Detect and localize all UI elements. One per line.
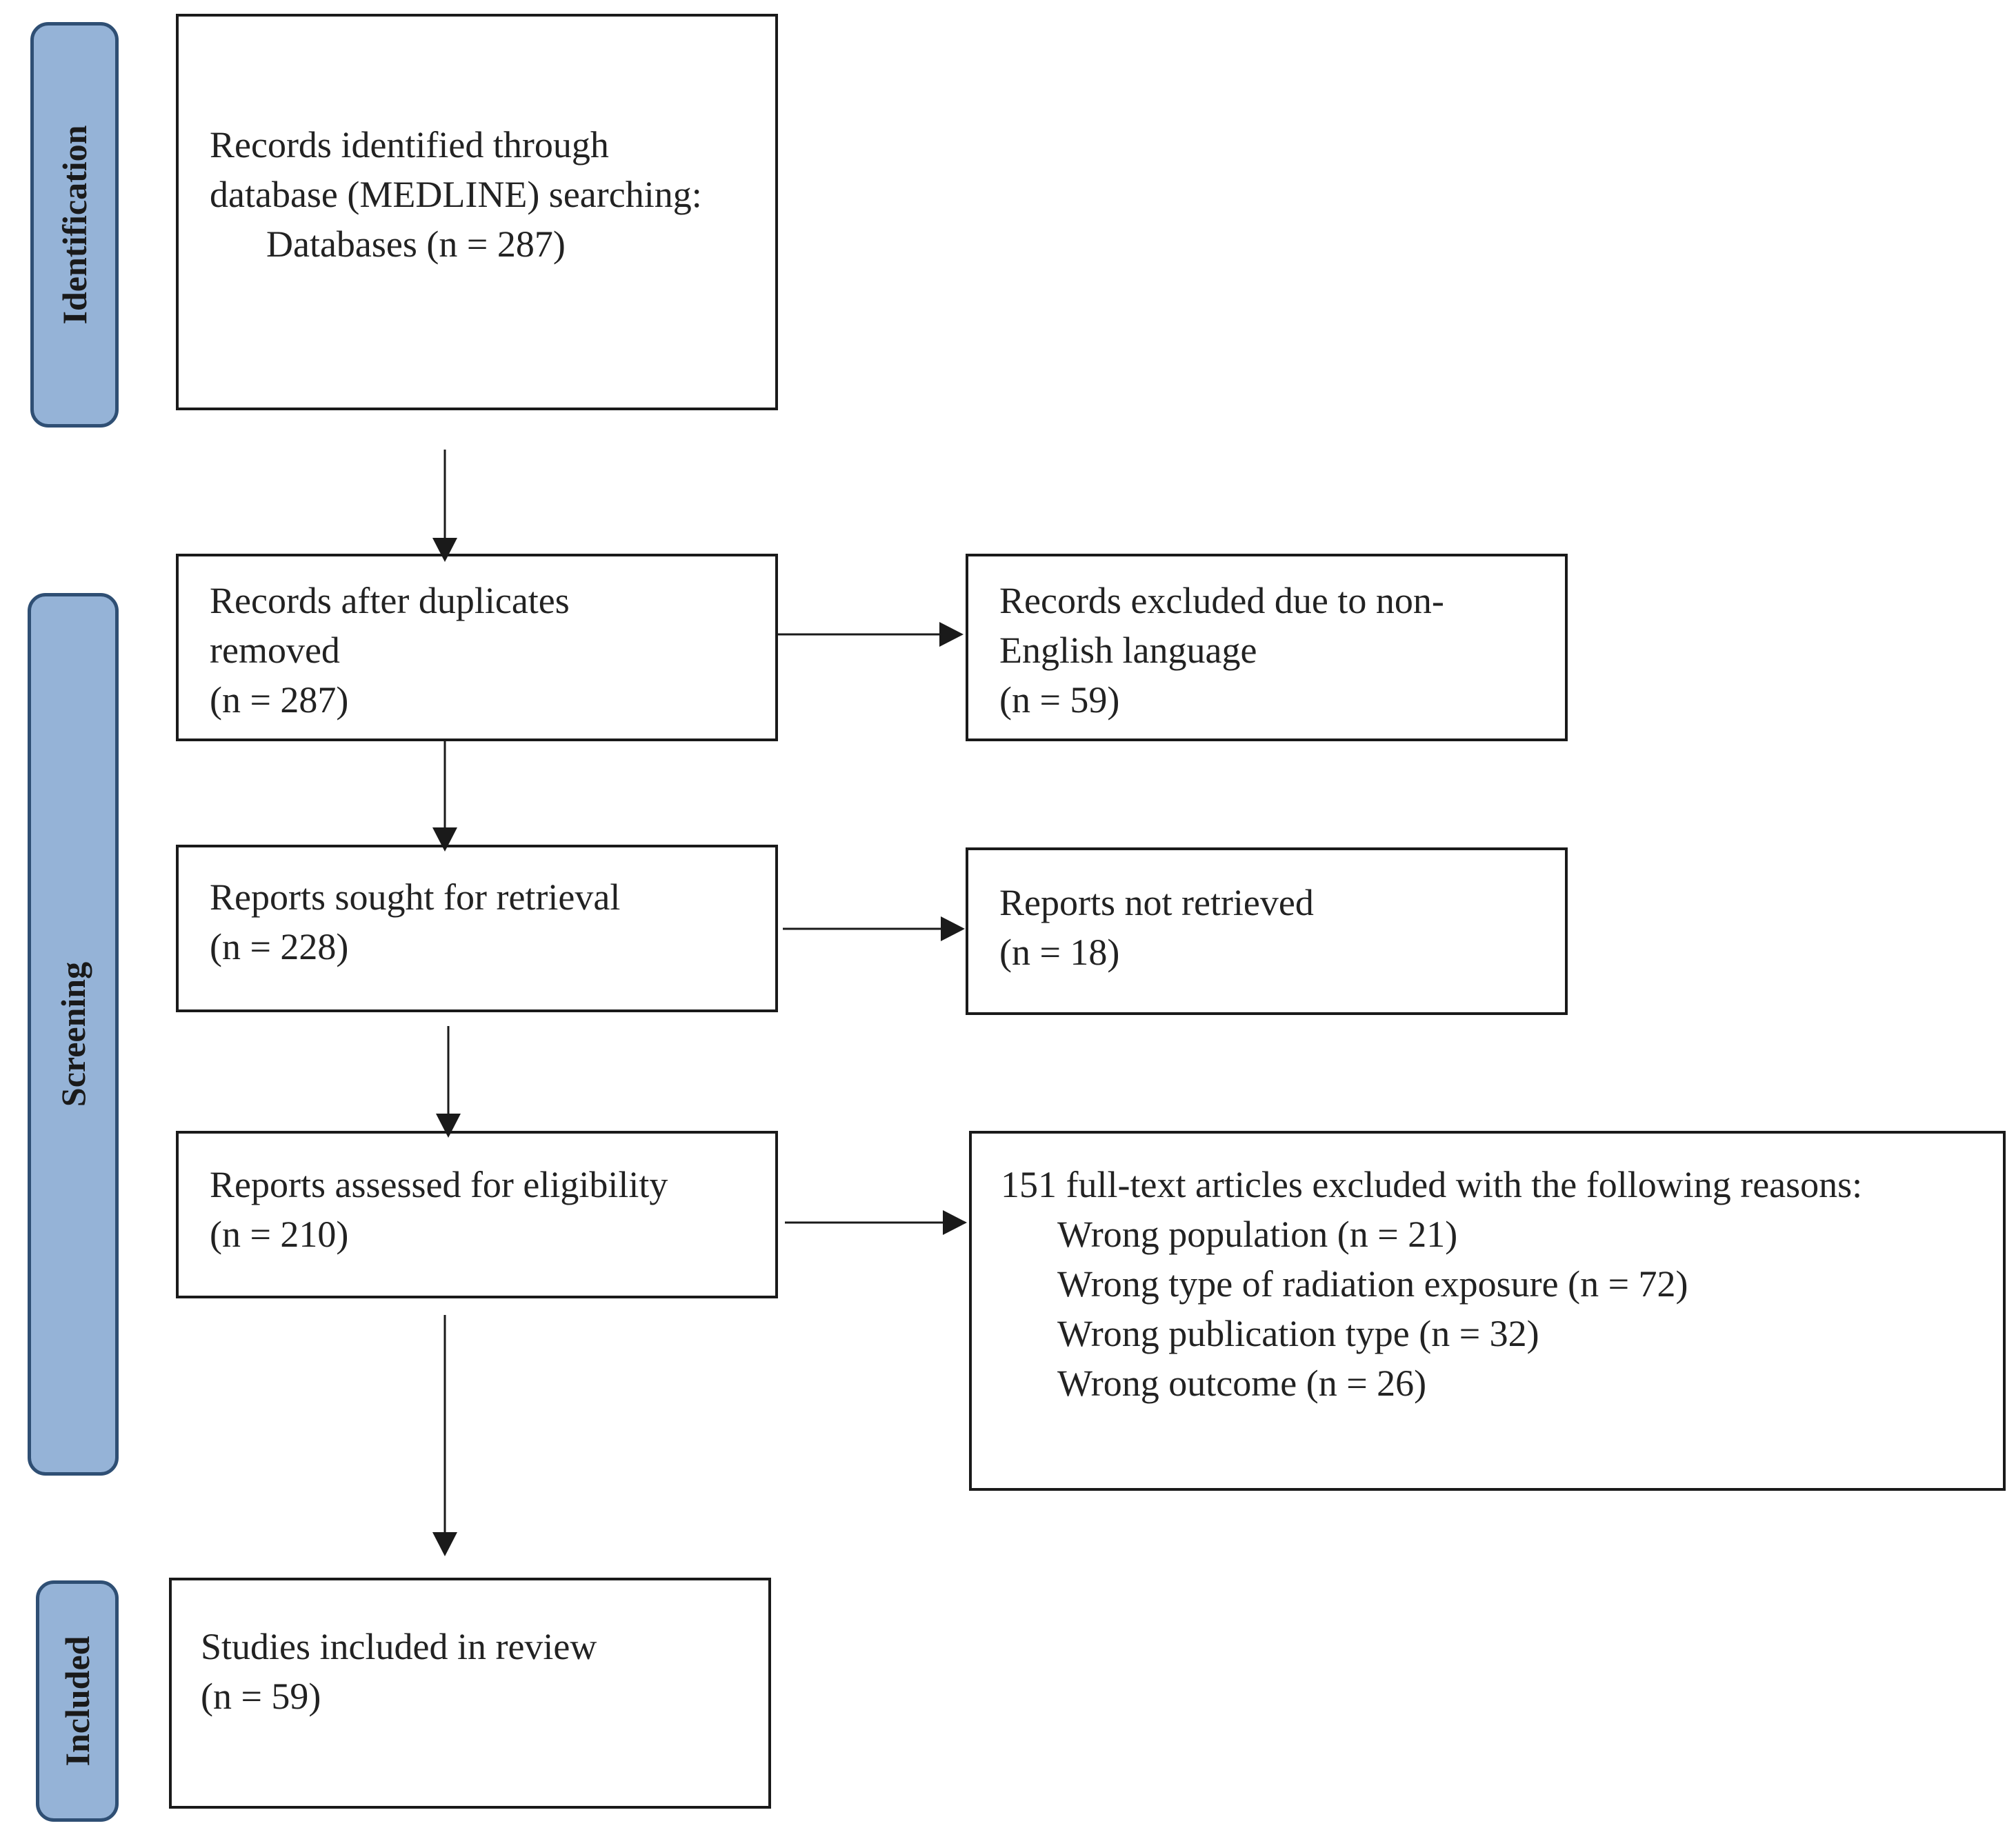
phase-included: Included — [36, 1580, 119, 1822]
assessed-eligibility-box: Reports assessed for eligibility (n = 21… — [176, 1131, 778, 1298]
assessed-eligibility-count: (n = 210) — [210, 1214, 349, 1255]
included-review-box: Studies included in review (n = 59) — [169, 1578, 771, 1809]
arrowhead — [432, 1532, 457, 1556]
phase-screening: Screening — [28, 593, 119, 1476]
included-review-count: (n = 59) — [201, 1676, 321, 1717]
excluded-language-box: Records excluded due to non- English lan… — [966, 554, 1568, 741]
exclusion-reason: Wrong outcome (n = 26) — [1057, 1363, 1427, 1404]
sought-retrieval-count: (n = 228) — [210, 926, 349, 967]
exclusion-reason: Wrong type of radiation exposure (n = 72… — [1057, 1263, 1688, 1305]
records-identified-line1: Records identified through — [210, 124, 609, 165]
exclusion-reason: Wrong publication type (n = 32) — [1057, 1313, 1539, 1354]
arrowhead — [943, 1210, 967, 1235]
arrowhead — [436, 1114, 461, 1138]
not-retrieved-count: (n = 18) — [999, 932, 1120, 973]
assessed-eligibility-line1: Reports assessed for eligibility — [210, 1164, 668, 1205]
not-retrieved-box: Reports not retrieved (n = 18) — [966, 847, 1568, 1015]
records-identified-line3: Databases (n = 287) — [266, 223, 566, 265]
records-identified-box: Records identified through database (MED… — [176, 14, 778, 410]
included-review-line1: Studies included in review — [201, 1626, 597, 1667]
exclusion-reason: Wrong population (n = 21) — [1057, 1214, 1458, 1255]
arrowhead — [941, 916, 965, 941]
excluded-language-count: (n = 59) — [999, 679, 1120, 721]
records-identified-line2: database (MEDLINE) searching: — [210, 174, 702, 215]
arrowhead — [432, 827, 457, 852]
after-duplicates-box: Records after duplicates removed (n = 28… — [176, 554, 778, 741]
sought-retrieval-line1: Reports sought for retrieval — [210, 876, 621, 918]
sought-retrieval-box: Reports sought for retrieval (n = 228) — [176, 845, 778, 1012]
not-retrieved-line1: Reports not retrieved — [999, 882, 1314, 923]
after-duplicates-line2: removed — [210, 630, 340, 671]
phase-identification: Identification — [30, 22, 119, 428]
arrowhead — [432, 538, 457, 562]
arrowhead — [939, 622, 964, 647]
excluded-language-line2: English language — [999, 630, 1257, 671]
fulltext-excluded-heading: 151 full-text articles excluded with the… — [1001, 1164, 1863, 1205]
excluded-language-line1: Records excluded due to non- — [999, 580, 1444, 621]
after-duplicates-count: (n = 287) — [210, 679, 349, 721]
after-duplicates-line1: Records after duplicates — [210, 580, 570, 621]
fulltext-excluded-box: 151 full-text articles excluded with the… — [969, 1131, 2006, 1491]
